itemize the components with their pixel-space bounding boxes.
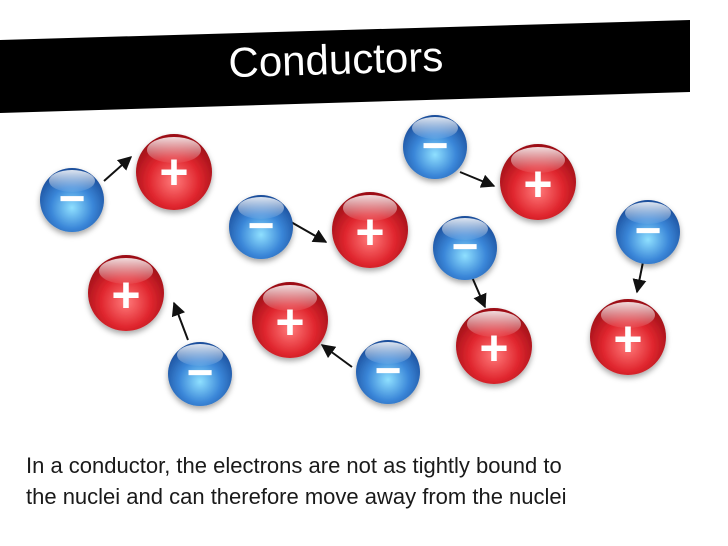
plus-sign: +	[355, 204, 384, 260]
arrow-6	[171, 301, 189, 341]
electron-7: −	[356, 340, 420, 404]
electron-2: −	[229, 195, 293, 259]
electron-5: −	[616, 200, 680, 264]
minus-sign: −	[187, 346, 214, 398]
plus-sign: +	[479, 320, 508, 376]
minus-sign: −	[248, 199, 275, 251]
title-band: Conductors	[0, 20, 690, 113]
slide-title: Conductors	[228, 33, 444, 86]
arrow-2	[290, 221, 328, 243]
minus-sign: −	[452, 220, 479, 272]
proton-7: +	[590, 299, 666, 375]
electron-1: −	[40, 168, 104, 232]
plus-sign: +	[275, 294, 304, 350]
minus-sign: −	[375, 344, 402, 396]
proton-1: +	[136, 134, 212, 210]
proton-3: +	[500, 144, 576, 220]
arrow-4	[471, 276, 487, 309]
caption-line-1: In a conductor, the electrons are not as…	[26, 453, 562, 478]
caption-line-2: the nuclei and can therefore move away f…	[26, 484, 567, 509]
proton-5: +	[252, 282, 328, 358]
arrows	[103, 156, 647, 368]
plus-sign: +	[523, 156, 552, 212]
arrow-1	[103, 156, 133, 182]
plus-sign: +	[111, 267, 140, 323]
minus-sign: −	[59, 172, 86, 224]
plus-sign: +	[159, 144, 188, 200]
arrow-5	[632, 261, 647, 294]
plus-sign: +	[613, 311, 642, 367]
arrow-3	[459, 171, 496, 188]
proton-4: +	[88, 255, 164, 331]
arrow-7	[320, 344, 353, 368]
electron-3: −	[403, 115, 467, 179]
proton-2: +	[332, 192, 408, 268]
minus-sign: −	[422, 119, 449, 171]
electron-6: −	[168, 342, 232, 406]
caption: In a conductor, the electrons are not as…	[26, 450, 716, 512]
proton-6: +	[456, 308, 532, 384]
minus-sign: −	[635, 204, 662, 256]
electron-4: −	[433, 216, 497, 280]
